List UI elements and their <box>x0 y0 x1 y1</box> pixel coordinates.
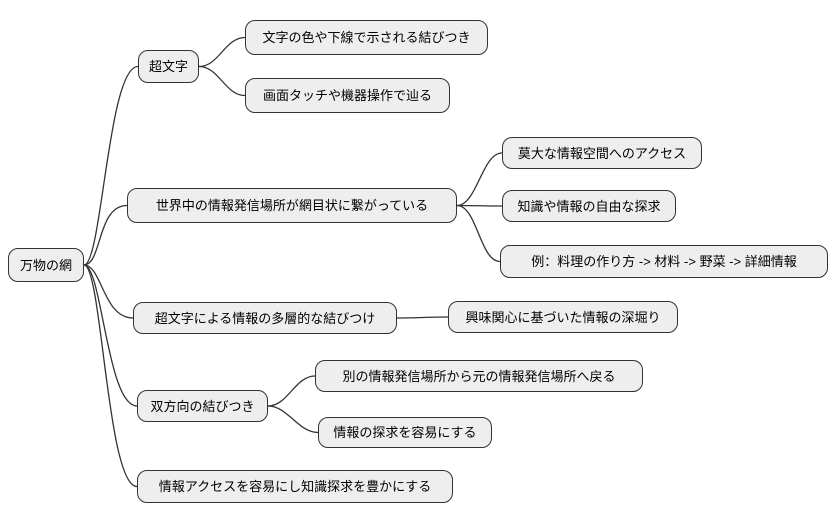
node-leaf-return-to-source: 別の情報発信場所から元の情報発信場所へ戻る <box>315 360 643 392</box>
edge-branch2-child1 <box>456 152 503 207</box>
node-leaf-touch-device-trace: 画面タッチや機器操作で辿る <box>245 78 450 113</box>
node-branch-bidirectional-links: 双方向の結びつき <box>137 390 268 422</box>
node-branch-multilayer-links: 超文字による情報の多層的な結びつけ <box>133 302 397 334</box>
edge-branch4-child1 <box>267 375 316 407</box>
node-branch-worldwide-network: 世界中の情報発信場所が網目状に繋がっている <box>127 188 457 223</box>
node-leaf-easy-exploration: 情報の探求を容易にする <box>318 417 492 448</box>
edge-root-branch3 <box>83 264 134 319</box>
edge-branch2-child2 <box>456 204 503 207</box>
edge-branch4-child2 <box>267 405 319 434</box>
edge-branch3-child1 <box>396 316 449 319</box>
edge-branch1-child2 <box>198 65 246 97</box>
node-leaf-vast-info-space: 莫大な情報空間へのアクセス <box>502 137 702 169</box>
node-root: 万物の網 <box>8 248 84 282</box>
edge-branch2-child3 <box>456 204 501 263</box>
node-branch-enrich-knowledge: 情報アクセスを容易にし知識探求を豊かにする <box>137 470 453 503</box>
node-leaf-free-exploration: 知識や情報の自由な探求 <box>502 190 676 222</box>
edge-root-branch2 <box>83 204 128 266</box>
edge-root-branch4 <box>83 264 138 407</box>
node-leaf-link-color-underline: 文字の色や下線で示される結びつき <box>245 20 488 55</box>
edge-branch1-child1 <box>198 36 246 68</box>
node-leaf-cooking-example: 例：料理の作り方 -> 材料 -> 野菜 -> 詳細情報 <box>500 245 828 278</box>
node-branch-hypertext: 超文字 <box>138 50 199 83</box>
edge-root-branch5 <box>83 264 138 488</box>
node-leaf-interest-based-digging: 興味関心に基づいた情報の深堀り <box>448 301 678 333</box>
edge-root-branch1 <box>83 65 139 266</box>
